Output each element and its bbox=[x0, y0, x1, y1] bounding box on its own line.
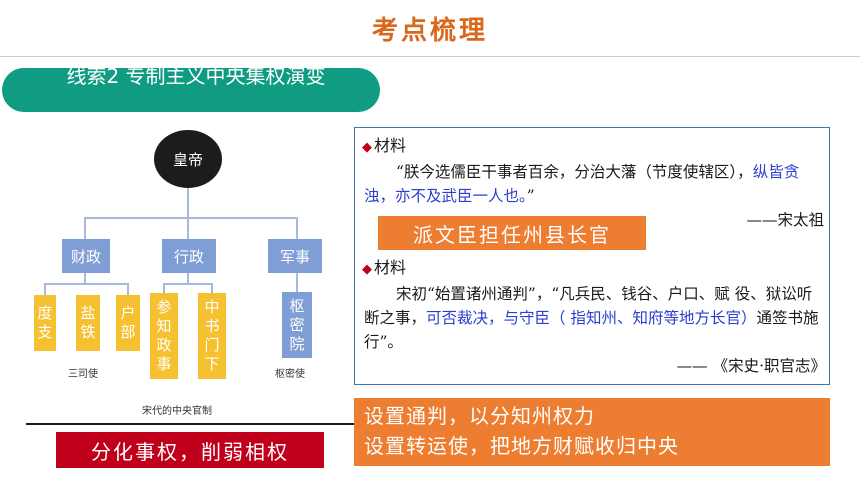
office-char: 中 bbox=[204, 298, 220, 316]
office-char: 户 bbox=[120, 304, 136, 322]
materials-panel bbox=[354, 127, 830, 385]
office-char: 参 bbox=[156, 298, 172, 316]
office-char: 枢 bbox=[289, 296, 305, 315]
connector-line bbox=[84, 217, 297, 219]
connector-line bbox=[187, 217, 189, 239]
material1-conclusion-tag: 派文臣担任州县长官 bbox=[378, 216, 646, 250]
caption-shumishi: 枢密使 bbox=[275, 369, 305, 380]
dept-finance: 财政 bbox=[62, 239, 110, 273]
office-char: 铁 bbox=[80, 323, 96, 341]
connector-line bbox=[127, 283, 129, 295]
conclusion-line-1: 设置通判，以分知州权力 bbox=[364, 404, 595, 428]
divider-line bbox=[26, 423, 356, 425]
diamond-bullet-icon: ◆ bbox=[362, 140, 372, 155]
section-banner: 线索2 专制主义中央集权演变 bbox=[2, 68, 380, 112]
office-char: 政 bbox=[156, 336, 172, 354]
connector-line bbox=[187, 272, 189, 284]
conclusion-box: 设置通判，以分知州权力 设置转运使，把地方财赋收归中央 bbox=[354, 398, 830, 466]
connector-line bbox=[84, 217, 86, 239]
office-char: 密 bbox=[289, 315, 305, 334]
office-char: 事 bbox=[156, 355, 172, 373]
office-canzhizhengshi: 参知政事 bbox=[150, 293, 178, 379]
material1-text: “朕今选儒臣干事者百余，分治大藩（节度使辖区），纵皆贪浊，亦不及武臣一人也。” bbox=[364, 163, 800, 205]
office-char: 部 bbox=[120, 323, 136, 341]
conclusion-line-2: 设置转运使，把地方财赋收归中央 bbox=[364, 434, 679, 458]
dept-administration: 行政 bbox=[162, 239, 216, 273]
material1-heading: ◆材料 bbox=[362, 136, 407, 155]
office-char: 下 bbox=[204, 355, 220, 373]
connector-line bbox=[44, 283, 128, 285]
dept-military: 军事 bbox=[268, 239, 322, 273]
connector-line bbox=[187, 188, 189, 218]
connector-line bbox=[211, 283, 213, 293]
connector-line bbox=[296, 272, 298, 292]
diamond-bullet-icon: ◆ bbox=[362, 262, 372, 277]
section-banner-text: 线索2 专制主义中央集权演变 bbox=[66, 68, 326, 88]
material2-heading: ◆材料 bbox=[362, 258, 407, 277]
office-char: 度 bbox=[37, 304, 53, 322]
office-hubu: 户部 bbox=[116, 295, 140, 351]
office-duzhi: 度支 bbox=[34, 295, 56, 351]
connector-line bbox=[84, 272, 86, 284]
office-char: 盐 bbox=[80, 304, 96, 322]
connector-line bbox=[296, 217, 298, 239]
office-zhongshumenxia: 中书门下 bbox=[198, 293, 226, 379]
connector-line bbox=[44, 283, 46, 295]
office-char: 知 bbox=[156, 317, 172, 335]
connector-line bbox=[163, 283, 213, 285]
material1-source: ——宋太祖 bbox=[746, 211, 824, 229]
chart-caption: 宋代的中央官制 bbox=[142, 406, 212, 417]
connector-line bbox=[163, 283, 165, 293]
material2-source: —— 《宋史·职官志》 bbox=[676, 357, 826, 375]
office-shumiyuan: 枢密院 bbox=[282, 292, 312, 358]
office-char: 门 bbox=[204, 336, 220, 354]
caption-sansishi: 三司使 bbox=[68, 369, 98, 380]
office-char: 书 bbox=[204, 317, 220, 335]
emperor-node: 皇帝 bbox=[154, 130, 222, 188]
material2-text: 宋初“始置诸州通判”，“凡兵民、钱谷、户口、赋 役、狱讼听断之事，可否裁决，与守… bbox=[364, 285, 819, 351]
office-char: 支 bbox=[37, 323, 53, 341]
office-yantie: 盐铁 bbox=[76, 295, 100, 351]
page-title: 考点梳理 bbox=[371, 16, 488, 46]
office-char: 院 bbox=[289, 334, 305, 353]
title-divider bbox=[0, 56, 860, 57]
summary-box: 分化事权，削弱相权 bbox=[56, 432, 324, 468]
